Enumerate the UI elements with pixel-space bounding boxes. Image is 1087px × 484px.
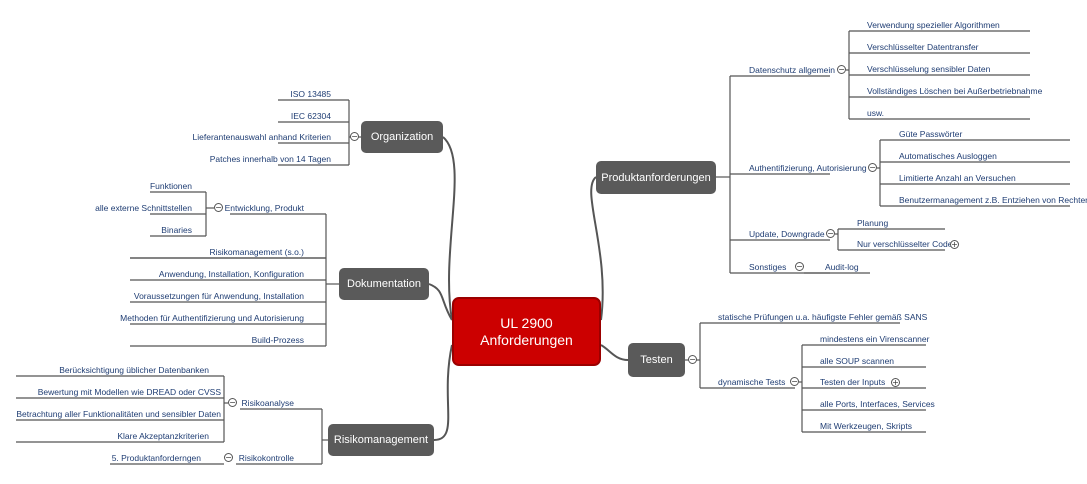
minus-circle-icon[interactable]: − (826, 229, 835, 238)
doku-subtopic-entwicklung[interactable]: Entwicklung, Produkt (224, 203, 304, 213)
produkt-subtopic-update[interactable]: Update, Downgrade (749, 229, 825, 239)
datenschutz-item[interactable]: Verwendung spezieller Algorithmen (867, 20, 1000, 30)
risikoanalyse-item[interactable]: Betrachtung aller Funktionalitäten und s… (16, 409, 221, 419)
doku-item[interactable]: Build-Prozess (251, 335, 304, 345)
org-item[interactable]: Patches innerhalb von 14 Tagen (209, 154, 331, 164)
minus-circle-icon[interactable]: − (214, 203, 223, 212)
datenschutz-item[interactable]: usw. (867, 108, 885, 118)
testen-item-statisch[interactable]: statische Prüfungen u.a. häufigste Fehle… (718, 312, 928, 322)
doku-item[interactable]: Voraussetzungen für Anwendung, Installat… (133, 291, 304, 301)
doku-item[interactable]: Methoden für Authentifizierung und Autor… (120, 313, 304, 323)
sonstiges-item[interactable]: Audit-log (825, 262, 859, 272)
doku-item[interactable]: Risikomanagement (s.o.) (209, 247, 304, 257)
topic-dokumentation[interactable]: Dokumentation (339, 268, 429, 300)
auth-item[interactable]: Benutzermanagement z.B. Entziehen von Re… (899, 195, 1087, 205)
topic-testen[interactable]: Testen (628, 343, 685, 377)
produkt-subtopic-auth[interactable]: Authentifizierung, Autorisierung (749, 163, 867, 173)
produkt-subtopic-sonstiges[interactable]: Sonstiges (749, 262, 787, 272)
risiko-subtopic-analyse[interactable]: Risikoanalyse (241, 398, 294, 408)
minus-circle-icon[interactable]: − (790, 377, 799, 386)
testen-subtopic-dynamisch[interactable]: dynamische Tests (718, 377, 786, 387)
auth-item[interactable]: Automatisches Ausloggen (899, 151, 997, 161)
risiko-subtopic-kontrolle[interactable]: Risikokontrolle (238, 453, 294, 463)
risikoanalyse-item[interactable]: Berücksichtigung üblicher Datenbanken (59, 365, 209, 375)
risikokontrolle-item[interactable]: 5. Produktanforderngen (111, 453, 201, 463)
update-item[interactable]: Planung (857, 218, 889, 228)
org-item[interactable]: IEC 62304 (290, 111, 331, 121)
risikoanalyse-item[interactable]: Bewertung mit Modellen wie DREAD oder CV… (37, 387, 221, 397)
minus-circle-icon[interactable]: − (837, 65, 846, 74)
org-item[interactable]: ISO 13485 (290, 89, 331, 99)
connector-line (433, 344, 453, 441)
central-topic-line1: UL 2900 (500, 314, 553, 331)
auth-item[interactable]: Güte Passwörter (899, 129, 963, 139)
datenschutz-item[interactable]: Vollständiges Löschen bei Außerbetriebna… (867, 86, 1043, 96)
dynamisch-item[interactable]: alle SOUP scannen (820, 356, 895, 366)
update-item[interactable]: Nur verschlüsselter Code (857, 239, 953, 249)
plus-circle-icon[interactable]: + (891, 378, 900, 387)
topic-organization[interactable]: Organization (361, 121, 443, 153)
dynamisch-item[interactable]: mindestens ein Virenscanner (820, 334, 930, 344)
dynamisch-item[interactable]: Mit Werkzeugen, Skripts (820, 421, 912, 431)
plus-circle-icon[interactable]: + (950, 240, 959, 249)
datenschutz-item[interactable]: Verschlüsselter Datentransfer (867, 42, 979, 52)
entwicklung-item[interactable]: Binaries (161, 225, 192, 235)
minus-circle-icon[interactable]: − (224, 453, 233, 462)
entwicklung-item[interactable]: Funktionen (149, 181, 192, 191)
central-topic-line2: Anforderungen (480, 331, 573, 348)
connector-line (600, 344, 629, 361)
risikoanalyse-item[interactable]: Klare Akzeptanzkriterien (117, 431, 209, 441)
connector-line (442, 136, 456, 321)
minus-circle-icon[interactable]: − (795, 262, 804, 271)
org-item[interactable]: Lieferantenauswahl anhand Kriterien (192, 132, 331, 142)
doku-item[interactable]: Anwendung, Installation, Konfiguration (158, 269, 304, 279)
connector-line (428, 283, 453, 321)
dynamisch-item[interactable]: alle Ports, Interfaces, Services (820, 399, 935, 409)
datenschutz-item[interactable]: Verschlüsselung sensibler Daten (867, 64, 991, 74)
entwicklung-item[interactable]: alle externe Schnittstellen (95, 203, 192, 213)
topic-risikomanagement[interactable]: Risikomanagement (328, 424, 434, 456)
auth-item[interactable]: Limitierte Anzahl an Versuchen (899, 173, 1016, 183)
central-topic[interactable]: UL 2900 Anforderungen (452, 297, 601, 366)
topic-produktanforderungen[interactable]: Produktanforderungen (596, 161, 716, 194)
minus-circle-icon[interactable]: − (228, 398, 237, 407)
dynamisch-item[interactable]: Testen der Inputs (820, 377, 886, 387)
minus-circle-icon[interactable]: − (350, 132, 359, 141)
minus-circle-icon[interactable]: − (688, 355, 697, 364)
minus-circle-icon[interactable]: − (868, 163, 877, 172)
connector-line (590, 176, 604, 321)
produkt-subtopic-datenschutz[interactable]: Datenschutz allgemein (749, 65, 835, 75)
